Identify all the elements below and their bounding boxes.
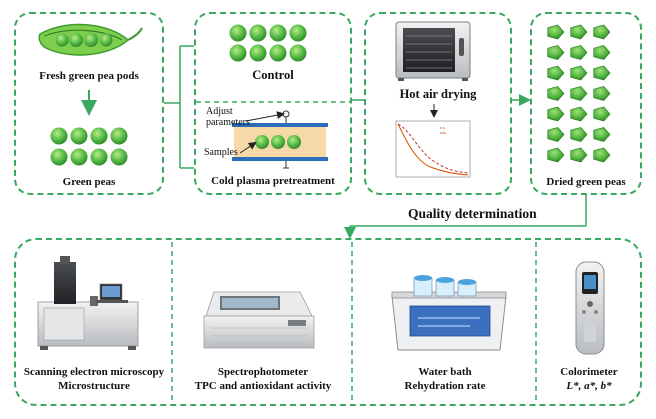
dried-pea xyxy=(547,127,565,142)
dried-pea xyxy=(593,45,611,60)
cold-plasma-device-icon xyxy=(232,110,328,169)
dried-pea xyxy=(570,106,588,122)
colorimeter-label-line2: L*, a*, b* xyxy=(566,380,612,392)
hot-air-drying-label: Hot air drying xyxy=(399,87,477,101)
dried-pea xyxy=(593,24,611,40)
sem-label-line2: Microstructure xyxy=(58,380,130,392)
water-bath-icon xyxy=(391,275,507,351)
spectrophotometer-icon xyxy=(203,291,315,349)
cp-curve xyxy=(397,123,469,176)
dried-pea xyxy=(593,147,611,163)
dried-peas-panel xyxy=(530,12,642,195)
water-bath-label: Water bath Rehydration rate xyxy=(354,365,536,393)
quality-arrow xyxy=(344,195,587,239)
dried-pea xyxy=(593,106,611,122)
dried-pea xyxy=(547,45,565,60)
control-label: Control xyxy=(252,68,294,82)
control-peas-icon xyxy=(229,24,307,62)
samples-label: Samples xyxy=(204,147,238,158)
dried-pea xyxy=(570,65,588,81)
pretreatment-panel xyxy=(194,12,352,195)
adjust-label-line2: parameters xyxy=(206,117,250,128)
colorimeter-label-line1: Colorimeter xyxy=(560,366,618,378)
hot-air-dryer-icon xyxy=(395,21,471,81)
water-bath-label-line1: Water bath xyxy=(418,366,472,378)
colorimeter-label: Colorimeter L*, a*, b* xyxy=(538,365,640,393)
dried-peas-label: Dried green peas xyxy=(546,176,626,188)
sem-label-line1: Scanning electron microscopy xyxy=(23,366,165,378)
adjust-parameters-label: Adjust parameters xyxy=(206,106,250,128)
dried-pea xyxy=(547,24,565,40)
dried-pea xyxy=(593,127,611,142)
dried-pea xyxy=(547,147,565,163)
fresh-peas-panel xyxy=(14,12,164,195)
drying-panel xyxy=(364,12,512,195)
spectro-label-line2: TPC and antioxidant activity xyxy=(194,380,332,392)
water-bath-label-line2: Rehydration rate xyxy=(404,380,486,392)
dried-pea xyxy=(593,86,611,101)
quality-analysis-panel xyxy=(14,238,642,406)
dried-pea xyxy=(570,147,588,163)
spectrophotometer-label: Spectrophotometer TPC and antioxidant ac… xyxy=(174,365,352,393)
pea-pod-icon xyxy=(38,23,143,56)
dried-pea xyxy=(547,106,565,122)
adjust-label-line1: Adjust xyxy=(206,106,233,117)
dried-pea xyxy=(570,24,588,40)
dried-peas-icon xyxy=(547,24,611,163)
dried-pea xyxy=(570,86,588,101)
colorimeter-icon xyxy=(575,261,605,355)
sem-instrument-icon xyxy=(37,256,139,350)
fresh-pods-label: Fresh green pea pods xyxy=(39,70,139,82)
green-peas-icon xyxy=(50,127,128,166)
green-peas-label: Green peas xyxy=(62,176,116,188)
dried-pea xyxy=(547,65,565,81)
dried-pea xyxy=(593,65,611,81)
drying-curve-chart xyxy=(395,120,471,178)
sem-label: Scanning electron microscopy Microstruct… xyxy=(16,365,172,393)
control-curve xyxy=(397,123,469,174)
quality-determination-label: Quality determination xyxy=(408,206,537,221)
spectro-label-line1: Spectrophotometer xyxy=(217,366,309,378)
split-bracket xyxy=(164,45,194,169)
dried-pea xyxy=(570,45,588,60)
dried-pea xyxy=(547,86,565,101)
dried-pea xyxy=(570,127,588,142)
cold-plasma-label: Cold plasma pretreatment xyxy=(211,175,335,187)
